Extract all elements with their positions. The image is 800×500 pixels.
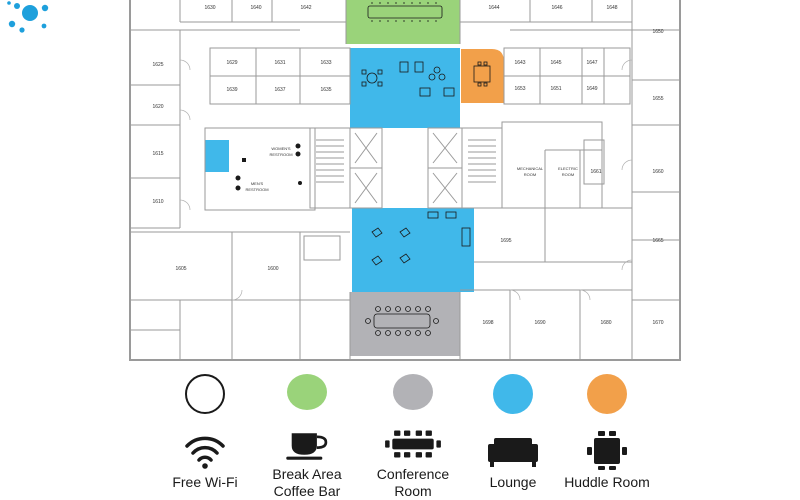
room-1653: 1653 — [514, 86, 525, 92]
lounge-chairs-icon — [371, 211, 471, 266]
room-1644: 1644 — [488, 5, 499, 11]
legend-swatch-conference-room — [393, 374, 433, 410]
room-1633: 1633 — [320, 60, 331, 66]
room-1640: 1640 — [250, 5, 261, 11]
room-1648: 1648 — [606, 5, 617, 11]
legend-item-lounge: Lounge — [458, 368, 568, 500]
conference-room-zone[interactable] — [350, 292, 460, 356]
electric-room-label: ELECTRIC — [558, 166, 578, 171]
exterior-wall — [129, 0, 681, 361]
womens-restroom-label: WOMEN'S — [271, 146, 291, 151]
lounge-seating-icon — [399, 61, 455, 97]
room-1639: 1639 — [226, 87, 237, 93]
room-1647: 1647 — [586, 60, 597, 66]
legend-swatch-break-area — [287, 374, 327, 410]
room-1642: 1642 — [300, 5, 311, 11]
legend-label-conference-room: Conference Room — [376, 466, 450, 499]
room-1605: 1605 — [175, 266, 186, 272]
huddle-table-icon — [587, 431, 627, 470]
room-1620: 1620 — [152, 104, 163, 110]
break-area-zone[interactable] — [346, 0, 460, 44]
legend-label-free-wifi: Free Wi-Fi — [172, 474, 238, 490]
room-1680: 1680 — [600, 320, 611, 326]
room-1635: 1635 — [320, 87, 331, 93]
amenities-legend: Free Wi-Fi Break Area Coffee Bar Confere… — [150, 368, 670, 500]
room-1695: 1695 — [500, 238, 511, 244]
room-1665: 1665 — [652, 238, 663, 244]
room-1650: 1650 — [652, 29, 663, 35]
break-table-icon — [367, 5, 443, 19]
molecule-logo-icon — [7, 1, 49, 33]
womens-restroom-label: RESTROOM — [269, 152, 292, 157]
legend-item-free-wifi: Free Wi-Fi — [150, 368, 260, 500]
legend-item-huddle-room: Huddle Room — [552, 368, 662, 500]
legend-label-lounge: Lounge — [489, 474, 537, 490]
room-1655: 1655 — [652, 96, 663, 102]
room-1645: 1645 — [550, 60, 561, 66]
room-1600: 1600 — [267, 266, 278, 272]
lounge-zone-upper[interactable] — [350, 48, 460, 128]
room-1610: 1610 — [152, 199, 163, 205]
room-1670: 1670 — [652, 320, 663, 326]
room-1698: 1698 — [482, 320, 493, 326]
legend-swatch-free-wifi — [185, 374, 225, 414]
huddle-room-zone[interactable] — [461, 49, 504, 103]
legend-item-conference-room: Conference Room — [358, 368, 468, 500]
room-1631: 1631 — [274, 60, 285, 66]
coffee-cup-icon — [286, 433, 328, 460]
room-1630: 1630 — [204, 5, 215, 11]
room-1651: 1651 — [550, 86, 561, 92]
legend-swatch-lounge — [493, 374, 533, 414]
legend-swatch-huddle-room — [587, 374, 627, 414]
mens-restroom-label: MEN'S — [251, 181, 264, 186]
room-1661: 1661 — [590, 169, 601, 175]
mechanical-room-label: MECHANICAL — [517, 166, 544, 171]
mens-restroom-label: RESTROOM — [245, 187, 268, 192]
electric-room-label: ROOM — [562, 172, 574, 177]
floor-plan: 1630 1640 1642 1644 1646 1648 1650 1625 … — [129, 0, 681, 361]
wifi-icon — [185, 436, 225, 469]
lounge-table-icon — [361, 69, 383, 87]
room-1690: 1690 — [534, 320, 545, 326]
room-1660: 1660 — [652, 169, 663, 175]
room-1615: 1615 — [152, 151, 163, 157]
room-1649: 1649 — [586, 86, 597, 92]
legend-item-break-area: Break Area Coffee Bar — [252, 368, 362, 500]
room-1643: 1643 — [514, 60, 525, 66]
room-1629: 1629 — [226, 60, 237, 66]
conference-table-icon — [385, 430, 441, 458]
room-1625: 1625 — [152, 62, 163, 68]
legend-label-break-area: Break Area Coffee Bar — [272, 466, 342, 499]
sofa-icon — [488, 438, 538, 467]
room-1646: 1646 — [551, 5, 562, 11]
mechanical-room-label: ROOM — [524, 172, 536, 177]
lounge-zone-lower[interactable] — [352, 208, 474, 292]
conference-table-icon — [365, 306, 439, 336]
legend-label-huddle-room: Huddle Room — [564, 474, 650, 490]
room-1637: 1637 — [274, 87, 285, 93]
elevator-fill — [205, 140, 229, 172]
huddle-table-icon — [473, 61, 491, 87]
